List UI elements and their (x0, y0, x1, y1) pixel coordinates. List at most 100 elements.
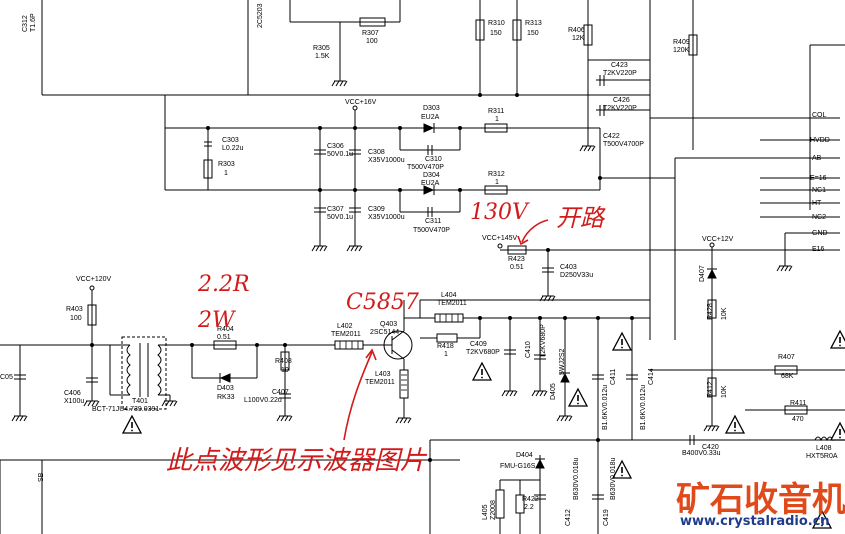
label-r404-value: 0.51 (217, 334, 231, 341)
label-r422-value: 2.2 (524, 504, 534, 511)
label-r403-value: 100 (70, 315, 82, 322)
label-r307-value: 100 (366, 38, 378, 45)
label-r422: R422 (522, 496, 539, 503)
label-r313-value: 150 (527, 30, 539, 37)
label-r307: R307 (362, 30, 379, 37)
annotation-open-circuit: 开路 (556, 204, 604, 232)
label-r407-value: 68K (781, 373, 794, 380)
label-c422-value: T500V4700P (603, 141, 644, 148)
label-c309: C309 (368, 206, 385, 213)
watermark-url: www.crystalradio.cn (680, 514, 830, 529)
label-r411-value: 470 (792, 416, 804, 423)
label-c426-value: T2KV220P (603, 105, 637, 112)
pin-col: COL (812, 112, 827, 119)
label-r311-value: 1 (495, 116, 499, 123)
label-c312-value: T1.6P (30, 13, 37, 32)
label-r428: R428 (707, 303, 714, 320)
label-c306-value: 50V0.1u (327, 151, 354, 158)
label-c303-value: L0.22u (222, 145, 244, 152)
label-q403: Q403 (380, 321, 398, 328)
label-l408-value: HXT5R0A (806, 453, 838, 460)
label-l405: L405 (482, 504, 489, 520)
pin-e16b: E16 (812, 246, 825, 253)
label-c412: C412 (565, 509, 572, 526)
label-r407: R407 (778, 354, 795, 361)
label-r418-value: 1 (444, 351, 448, 358)
label-r310: R310 (488, 20, 505, 27)
label-c302-value: 2C5203 (257, 3, 264, 28)
label-r313: R313 (525, 20, 542, 27)
label-c307: C307 (327, 206, 344, 213)
label-d403-value: RK33 (217, 394, 235, 401)
label-r406-value: 12K (572, 35, 585, 42)
label-c422: C422 (603, 133, 620, 140)
label-c410-value: T2KV680P (540, 324, 547, 358)
label-d303: D303 (423, 105, 440, 112)
label-d303-value: EU2A (421, 114, 440, 121)
label-c420: C420 (702, 444, 719, 451)
label-c311: C311 (425, 218, 442, 225)
label-r418: R418 (437, 343, 454, 350)
label-c309-value: X35V1000u (368, 214, 405, 221)
label-r312-value: 1 (495, 179, 499, 186)
label-r412: R412 (707, 381, 714, 398)
pin-nc2: NC2 (812, 214, 827, 221)
label-r409: R409 (673, 39, 690, 46)
label-l402: L402 (337, 323, 353, 330)
label-q403-value: 2SC5144 (370, 329, 400, 336)
label-l405-value: Z2008 (490, 500, 497, 520)
label-d304-value: EU2A (421, 180, 440, 187)
label-c423: C423 (611, 62, 628, 69)
label-c409-value: T2KV680P (466, 349, 500, 356)
label-c414: C414 (648, 368, 655, 385)
label-r310-value: 150 (490, 30, 502, 37)
label-r404: R404 (217, 326, 234, 333)
pin-gnd: GND (812, 230, 828, 237)
label-c426: C426 (613, 97, 630, 104)
label-d405: D405 (550, 383, 557, 400)
label-vcc16: VCC+16V (345, 99, 377, 106)
label-vcc145: VCC+145V (482, 235, 518, 242)
pin-ht: HT (812, 200, 822, 207)
label-t401: T401 (132, 398, 148, 405)
label-r403: R403 (66, 306, 83, 313)
label-c403: C403 (560, 264, 577, 271)
label-r411: R411 (790, 400, 807, 407)
label-c414-value: B1.6KV0.012u (640, 384, 647, 430)
label-c310-value: T500V470P (407, 164, 444, 171)
annotation-waveform-note: 此点波形见示波器图片 (166, 446, 427, 476)
label-vcc120: VCC+120V (76, 276, 112, 283)
label-r428-value: 10K (721, 307, 728, 320)
label-r312: R312 (488, 171, 505, 178)
label-r305: R305 (313, 45, 330, 52)
label-c307-value: 50V0.1u (327, 214, 354, 221)
label-r311: R311 (488, 108, 505, 115)
pin-nc1: NC1 (812, 187, 827, 194)
label-d404: D404 (516, 452, 533, 459)
label-d404-value: FMU-G16S (500, 463, 536, 470)
label-l403: L403 (375, 371, 391, 378)
label-l404-value: TEM2011 (437, 300, 467, 307)
label-c412-value: B630V0.018u (573, 457, 580, 500)
label-c407-value: L100V0.22u (244, 397, 282, 404)
label-c410: C410 (525, 341, 532, 358)
label-c403-value: D250V33u (560, 272, 594, 279)
annotation-c5857: C5857 (346, 290, 419, 315)
label-c423-value: T2KV220P (603, 70, 637, 77)
label-c311-value: T500V470P (413, 227, 450, 234)
annotation-2w: 2W (198, 308, 235, 333)
pin-ab: AB (812, 155, 822, 162)
annotation-2-2r: 2.2R (198, 272, 250, 297)
label-c310: C310 (425, 156, 442, 163)
label-r423: R423 (508, 256, 525, 263)
annotation-130v: 130V (470, 200, 528, 225)
label-c312: C312 (22, 15, 29, 32)
label-l402-value: TEM2011 (331, 331, 361, 338)
label-sb: SB (38, 472, 45, 482)
label-r412-value: 10K (721, 385, 728, 398)
pin-e16: E=16 (810, 175, 827, 182)
label-r303: R303 (218, 161, 235, 168)
label-d304: D304 (423, 172, 440, 179)
label-r408: R408 (275, 358, 292, 365)
